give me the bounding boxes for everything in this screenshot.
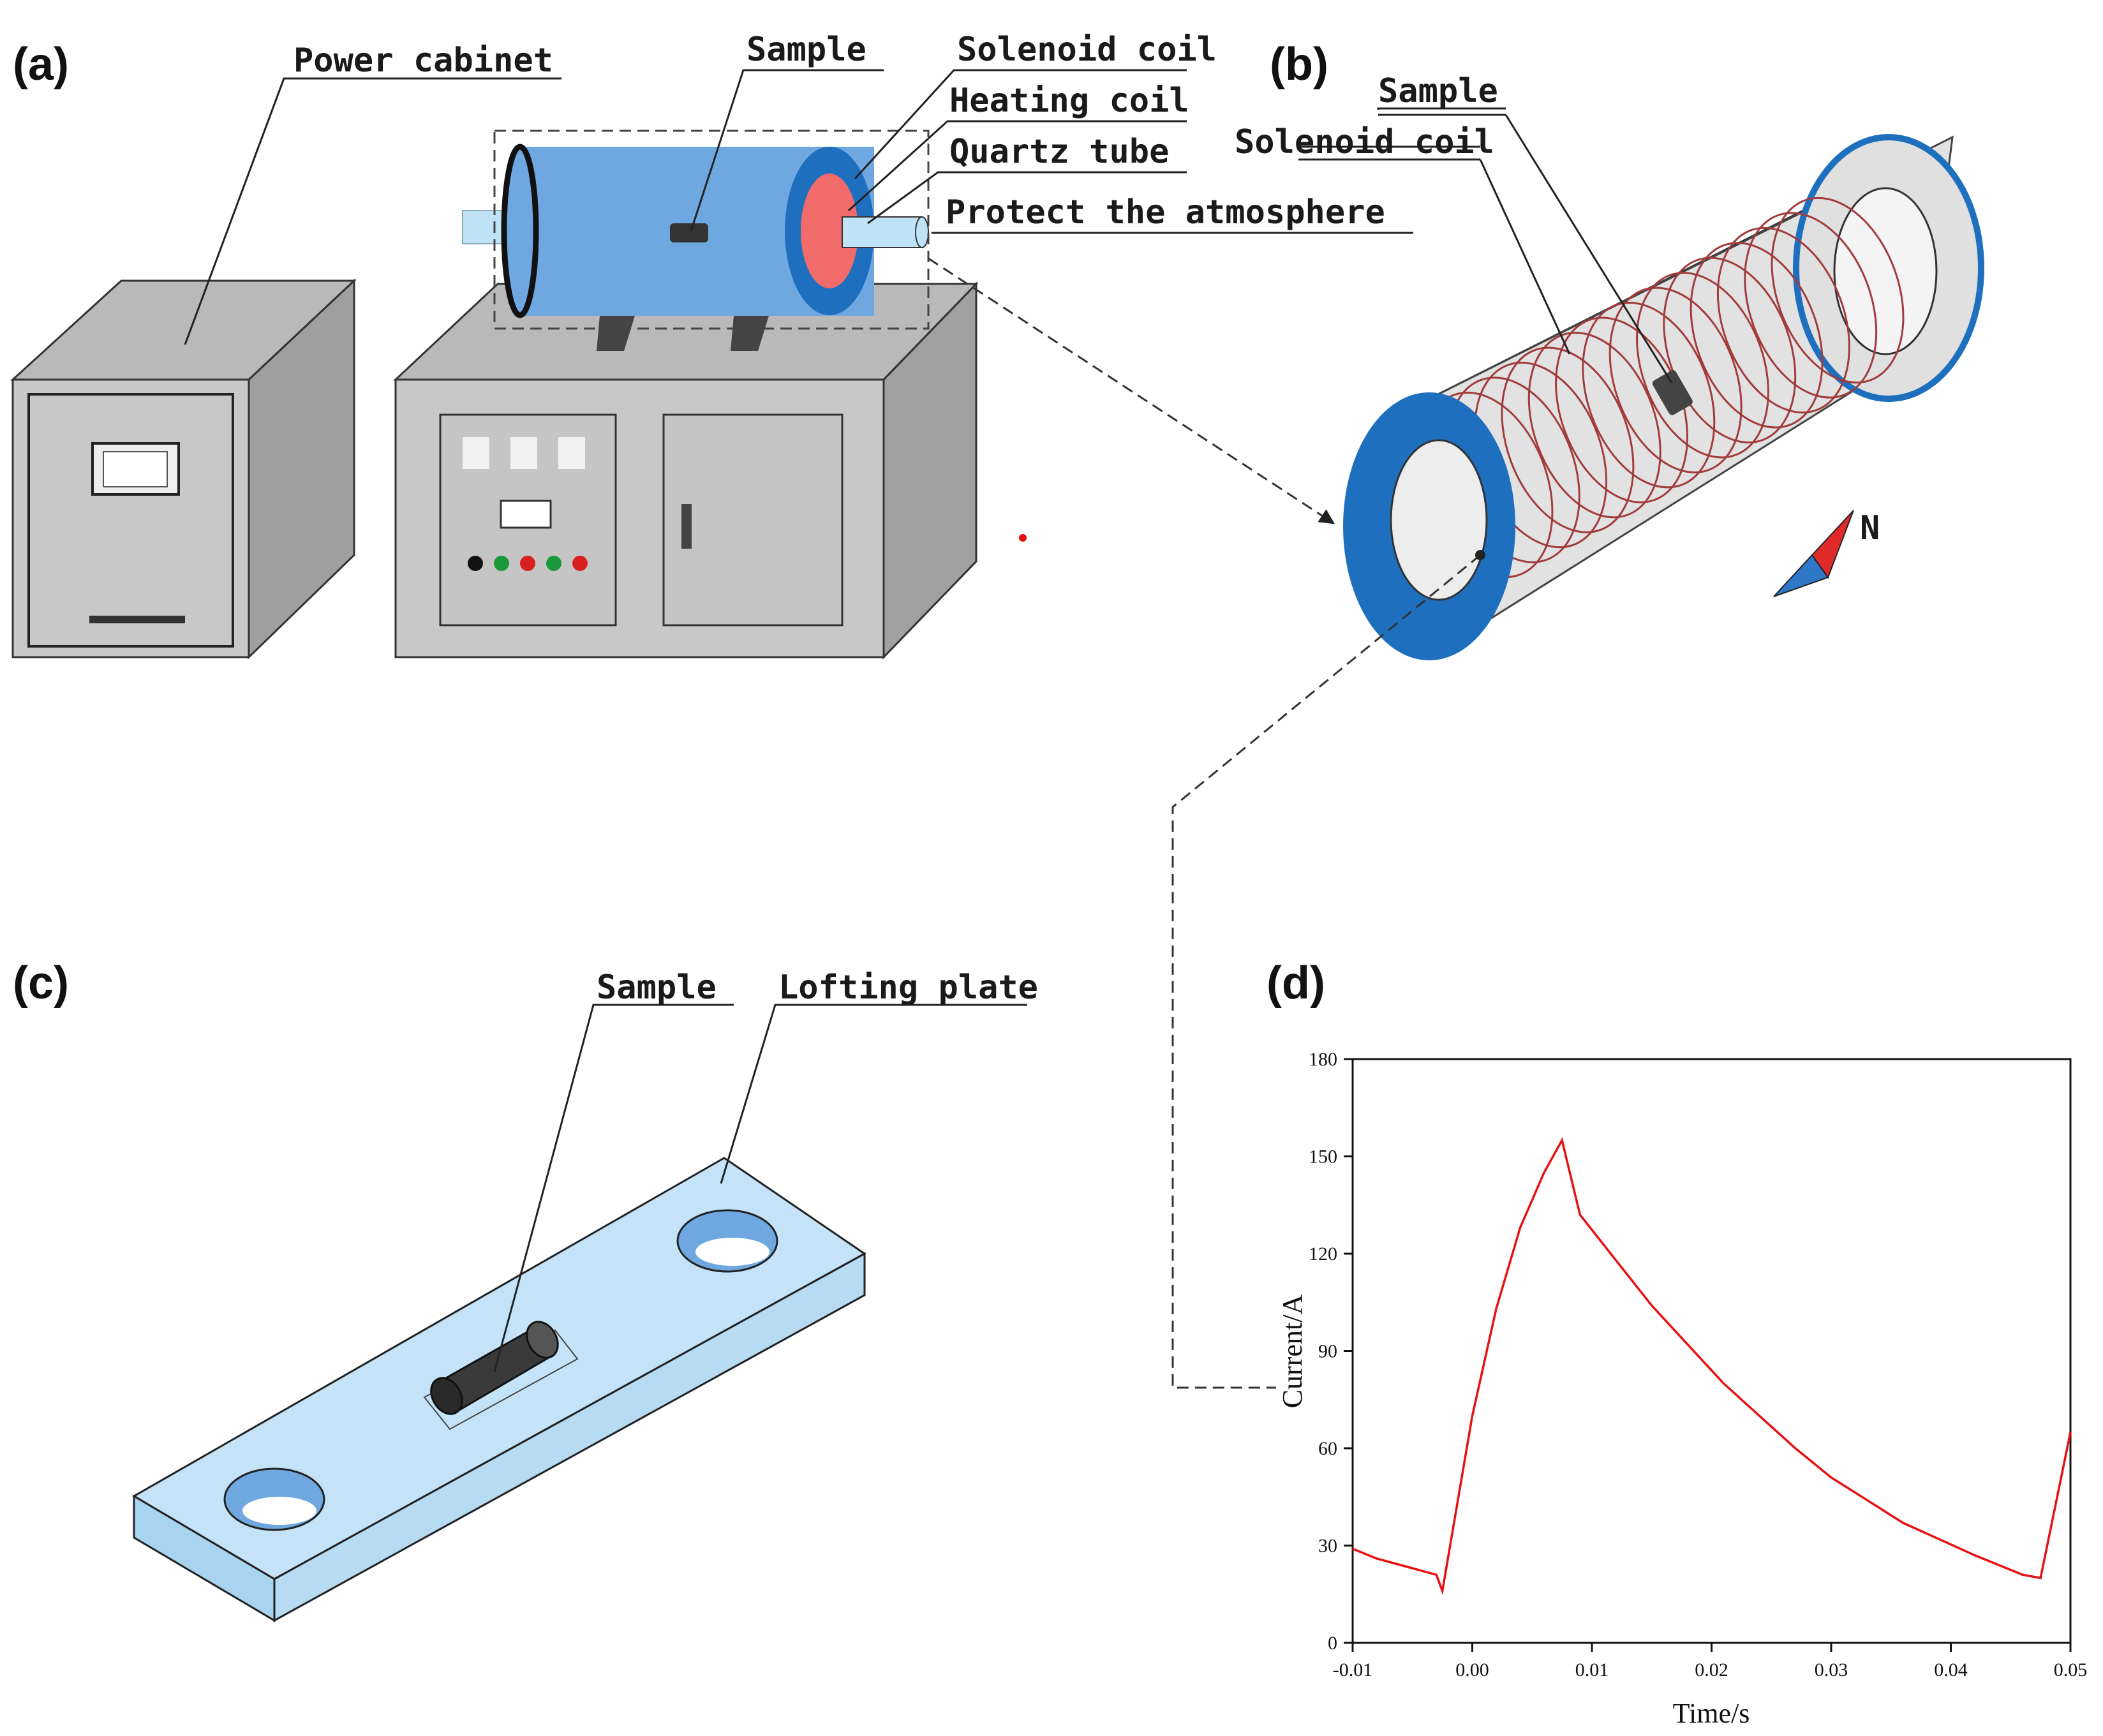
- y-tick-label: 0: [1328, 1633, 1337, 1654]
- red-dot-marker: [1019, 534, 1027, 542]
- panel-a: (a): [10, 31, 1413, 660]
- panel-c-label: (c): [13, 958, 69, 1009]
- label-power-cabinet: Power cabinet: [294, 41, 553, 80]
- label-solenoid-coil-a: Solenoid coil: [957, 31, 1217, 69]
- label-lofting-plate: Lofting plate: [778, 968, 1038, 1007]
- y-axis-label: Current/A: [1277, 1295, 1308, 1409]
- coil-loop: [1716, 226, 1850, 414]
- x-axis-label: Time/s: [1673, 1698, 1750, 1729]
- panel-d: (d) -0.01 0.00 0.01 0.02 0.03 0.04 0.05 0 30 60 90…: [1267, 958, 2087, 1729]
- coil-loop: [1609, 286, 1743, 473]
- x-tick-label: 0.03: [1815, 1659, 1848, 1680]
- coil-loop: [1635, 272, 1769, 459]
- connector-a-to-b: [928, 257, 1335, 524]
- current-series-line: [1352, 1137, 2072, 1596]
- furnace-cabinet: [393, 281, 979, 660]
- compass-icon: N: [1773, 509, 1880, 597]
- solenoid-coil-loops: [1420, 197, 1905, 579]
- label-sample-c: Sample: [597, 968, 717, 1007]
- connector-origin-dot: [1475, 550, 1485, 560]
- lofting-plate: [132, 1157, 866, 1622]
- label-sample-a: Sample: [747, 31, 866, 69]
- connector-b-to-d: [1171, 554, 1481, 1389]
- coil-loop: [1690, 242, 1824, 429]
- y-tick-label: 120: [1309, 1243, 1337, 1265]
- coil-loop: [1582, 302, 1716, 489]
- panel-a-label: (a): [13, 39, 69, 90]
- tube-furnace: [462, 130, 930, 330]
- panel-b-label: (b): [1270, 39, 1328, 90]
- north-label: N: [1860, 509, 1880, 547]
- x-tick-label: 0.04: [1934, 1659, 1968, 1680]
- y-tick-label: 60: [1318, 1438, 1337, 1459]
- coil-loop: [1744, 212, 1878, 399]
- current-time-chart: -0.01 0.00 0.01 0.02 0.03 0.04 0.05 0 30 60 90 120 1…: [1277, 1049, 2087, 1729]
- label-sample-b: Sample: [1378, 72, 1498, 110]
- solenoid-assembly: [1343, 134, 1984, 660]
- x-tick-label: -0.01: [1333, 1659, 1373, 1680]
- x-tick-label: 0.01: [1575, 1659, 1609, 1680]
- y-tick-label: 180: [1309, 1049, 1337, 1070]
- axis-ticks: -0.01 0.00 0.01 0.02 0.03 0.04 0.05 0 30 60 90 120 1…: [1309, 1049, 2087, 1680]
- label-solenoid-coil-b: Solenoid coil: [1235, 123, 1494, 161]
- y-tick-label: 150: [1309, 1146, 1337, 1168]
- panel-d-label: (d): [1267, 958, 1325, 1009]
- plot-area: [1351, 1058, 2072, 1644]
- panel-c: (c) Sample Lofting plate: [13, 958, 1038, 1622]
- coil-loop: [1771, 197, 1905, 384]
- x-tick-label: 0.00: [1455, 1659, 1489, 1680]
- coil-loop: [1501, 346, 1635, 533]
- label-protect-atmosphere: Protect the atmosphere: [946, 193, 1385, 232]
- x-tick-label: 0.05: [2054, 1659, 2088, 1680]
- label-heating-coil: Heating coil: [949, 82, 1189, 120]
- label-quartz-tube: Quartz tube: [949, 133, 1169, 171]
- panel-b: (b) N Sample Solenoid coil: [1235, 39, 1984, 660]
- y-tick-label: 30: [1318, 1536, 1337, 1557]
- power-cabinet: [10, 278, 357, 660]
- y-tick-label: 90: [1318, 1341, 1337, 1362]
- sample-b: [1652, 370, 1693, 415]
- x-tick-label: 0.02: [1695, 1659, 1728, 1680]
